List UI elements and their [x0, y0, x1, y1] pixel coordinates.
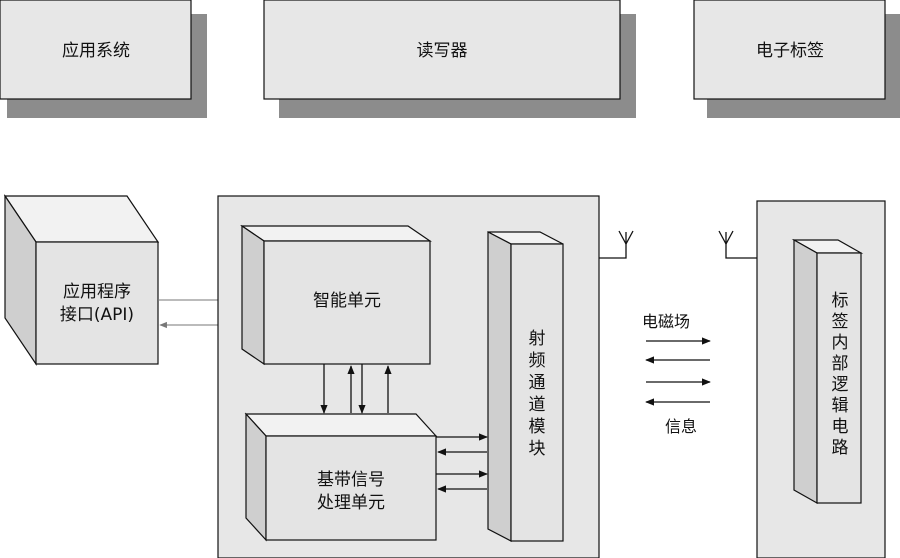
svg-text:内: 内 — [832, 333, 849, 353]
tag-logic-label: 标 签 内 部 逻 辑 电 路 — [832, 291, 849, 458]
svg-text:频: 频 — [529, 351, 546, 371]
rf-module-block: 射 频 通 道 模 块 — [487, 231, 564, 542]
svg-text:辑: 辑 — [832, 396, 849, 416]
tag-logic-block: 标 签 内 部 逻 辑 电 路 — [791, 238, 864, 505]
baseband-label-line2: 处理单元 — [317, 493, 385, 513]
reader-box: 读写器 — [263, 0, 636, 118]
info-label: 信息 — [665, 417, 697, 436]
svg-text:通: 通 — [529, 373, 546, 393]
smart-unit-label: 智能单元 — [313, 291, 381, 311]
baseband-label-line1: 基带信号 — [317, 470, 385, 490]
api-label-line2: 接口(API) — [60, 305, 134, 325]
svg-text:射: 射 — [529, 329, 546, 349]
svg-text:标: 标 — [832, 291, 849, 311]
svg-text:道: 道 — [529, 395, 546, 415]
svg-text:签: 签 — [832, 312, 849, 332]
svg-text:部: 部 — [832, 354, 849, 374]
svg-text:电: 电 — [832, 417, 849, 437]
app-system-label: 应用系统 — [62, 41, 130, 61]
api-block: 应用程序 接口(API) — [3, 194, 160, 366]
smart-unit-block: 智能单元 — [240, 224, 432, 366]
tag-label: 电子标签 — [756, 41, 824, 61]
reader-antenna-icon — [599, 230, 634, 259]
app-system-box: 应用系统 — [0, 0, 207, 118]
reader-label: 读写器 — [417, 41, 468, 61]
svg-text:块: 块 — [529, 439, 546, 459]
svg-text:模: 模 — [529, 417, 546, 437]
api-label-line1: 应用程序 — [63, 282, 131, 302]
tag-box: 电子标签 — [693, 0, 900, 118]
svg-text:逻: 逻 — [832, 375, 849, 395]
tag-antenna-icon — [718, 230, 757, 259]
rf-module-label: 射 频 通 道 模 块 — [529, 329, 546, 459]
svg-text:路: 路 — [832, 438, 849, 458]
baseband-unit-block: 基带信号 处理单元 — [244, 412, 438, 542]
field-label: 电磁场 — [642, 312, 690, 331]
